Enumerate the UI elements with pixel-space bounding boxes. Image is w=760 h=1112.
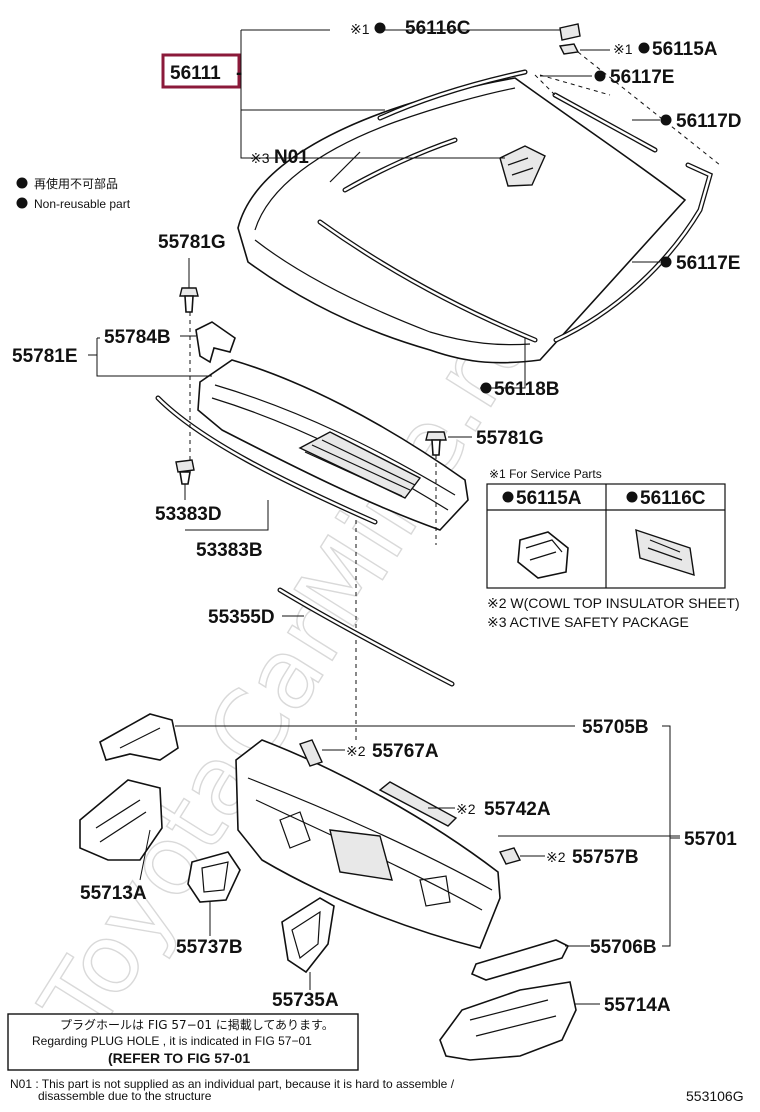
non-reusable-dot — [660, 256, 672, 268]
service-box-col2[interactable]: 56116C — [640, 488, 706, 509]
service-box-col1[interactable]: 56115A — [516, 488, 582, 509]
label-56115a[interactable]: 56115A — [652, 39, 718, 60]
label-55781g-left[interactable]: 55781G — [158, 232, 226, 253]
label-55737b[interactable]: 55737B — [176, 937, 243, 958]
side-panel-55714a — [439, 981, 577, 1061]
non-reusable-dot — [638, 42, 650, 54]
label-55757b[interactable]: 55757B — [572, 847, 639, 868]
label-55784b[interactable]: 55784B — [104, 327, 171, 348]
clip-55781g-right — [425, 431, 447, 456]
non-reusable-dot — [660, 114, 672, 126]
mark-note2-b: ※2 — [456, 801, 476, 817]
label-55742a[interactable]: 55742A — [484, 799, 551, 820]
refer-box — [7, 1013, 359, 1071]
footnote-n01-line2: disassemble due to the structure — [38, 1089, 212, 1103]
label-55714a[interactable]: 55714A — [604, 995, 671, 1016]
service-56115a-illustration — [517, 531, 569, 579]
cowl-side-bracket-55705b — [99, 713, 179, 761]
bracket-55784b — [195, 321, 236, 364]
label-53383b[interactable]: 53383B — [196, 540, 263, 561]
label-53383d[interactable]: 53383D — [155, 504, 222, 525]
windshield-glass — [237, 77, 687, 364]
refer-line-en: Regarding PLUG HOLE , it is indicated in… — [32, 1034, 312, 1048]
label-n01[interactable]: N01 — [274, 147, 309, 168]
non-reusable-dot — [502, 491, 514, 503]
side-molding-56117d — [552, 92, 658, 153]
label-55701[interactable]: 55701 — [684, 829, 737, 850]
part-56115a-shape — [558, 43, 580, 55]
part-56116c-shape — [559, 23, 581, 41]
mark-note2-c: ※2 — [546, 849, 566, 865]
label-55781g-right[interactable]: 55781G — [476, 428, 544, 449]
cowl-top-ventilator-louver — [197, 359, 469, 531]
non-reusable-dot — [374, 22, 386, 34]
footnote-n01-line1: N01 : This part is not supplied as an in… — [10, 1077, 455, 1091]
figure-code: 553106G — [686, 1088, 744, 1104]
brace-55735a — [281, 897, 335, 974]
seal-53383b — [155, 395, 378, 525]
clip-55781g-left — [179, 287, 199, 313]
non-reusable-dot — [626, 491, 638, 503]
service-box-title: ※1 For Service Parts — [489, 467, 602, 481]
refer-fig-link[interactable]: (REFER TO FIG 57-01 — [108, 1050, 250, 1066]
rain-sensor-bracket — [499, 145, 546, 187]
label-55767a[interactable]: 55767A — [372, 741, 439, 762]
insulator-55767a — [299, 739, 323, 767]
lower-dam-56118b — [317, 219, 538, 343]
non-reusable-dot — [480, 382, 492, 394]
mark-note1-a: ※1 — [350, 21, 370, 37]
clip-53383d — [175, 459, 195, 485]
side-molding-56117e — [553, 162, 713, 343]
legend-en: Non-reusable part — [34, 197, 131, 211]
brace-55737b — [187, 851, 241, 903]
non-reusable-dot — [594, 70, 606, 82]
legend-dot — [16, 177, 28, 189]
mark-note3: ※3 — [250, 150, 270, 166]
mark-note1-b: ※1 — [613, 41, 633, 57]
label-56117e-top[interactable]: 56117E — [610, 67, 674, 88]
bracket-55706b — [470, 939, 570, 981]
label-55355d[interactable]: 55355D — [208, 607, 275, 628]
note-3: ※3 ACTIVE SAFETY PACKAGE — [487, 614, 689, 630]
side-panel-55713a — [79, 779, 163, 861]
inner-strip — [342, 137, 458, 193]
legend-ja: 再使用不可部品 — [34, 176, 118, 191]
label-55713a[interactable]: 55713A — [80, 883, 147, 904]
upper-molding-56117e — [377, 69, 528, 121]
insulator-55757b — [498, 847, 522, 865]
label-55706b[interactable]: 55706B — [590, 937, 657, 958]
label-56111[interactable]: 56111 — [170, 63, 221, 84]
label-56117e-right[interactable]: 56117E — [676, 253, 740, 274]
part-56111-highlight — [161, 53, 241, 89]
label-55781e[interactable]: 55781E — [12, 346, 78, 367]
refer-line-ja: プラグホールは FIG 57−01 に掲載してあります。 — [60, 1017, 334, 1032]
label-56111-dash: - — [236, 63, 242, 84]
service-56116c-illustration — [635, 528, 695, 577]
insulator-55742a — [378, 781, 458, 827]
seal-55355d — [277, 587, 455, 687]
note-2: ※2 W(COWL TOP INSULATOR SHEET) — [487, 595, 740, 611]
label-55705b[interactable]: 55705B — [582, 717, 649, 738]
label-56117d[interactable]: 56117D — [676, 111, 742, 132]
mark-note2-a: ※2 — [346, 743, 366, 759]
dash-panel-55701 — [235, 739, 501, 949]
legend-dot — [16, 197, 28, 209]
label-55735a[interactable]: 55735A — [272, 990, 339, 1011]
label-56116c[interactable]: 56116C — [405, 18, 471, 39]
label-56118b[interactable]: 56118B — [494, 379, 560, 400]
